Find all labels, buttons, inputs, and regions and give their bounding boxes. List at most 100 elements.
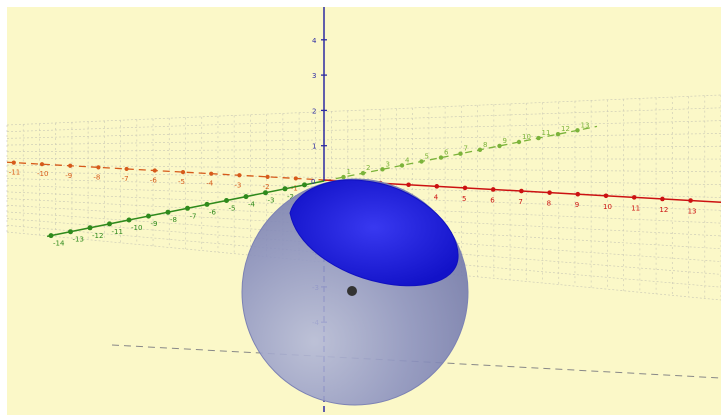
y-tick-label: -7 — [190, 212, 197, 220]
x-tick — [406, 182, 411, 188]
x-tick-label: -8 — [93, 173, 100, 181]
x-tick-label: 5 — [462, 195, 466, 203]
x-tick — [209, 171, 214, 176]
y-tick — [126, 217, 132, 223]
origin-label: 0 — [311, 178, 315, 186]
x-tick-label: -9 — [65, 172, 72, 180]
x-tick-label: -2 — [263, 183, 270, 191]
x-tick — [68, 163, 73, 168]
y-tick-label: -4 — [248, 201, 256, 209]
x-tick — [547, 190, 552, 195]
point-icon[interactable] — [347, 286, 357, 296]
x-tick — [660, 196, 665, 202]
y-tick-label: 2 — [366, 164, 370, 172]
x-tick — [490, 187, 496, 192]
y-tick — [419, 159, 424, 164]
x-tick — [434, 184, 440, 189]
y-tick — [204, 201, 210, 207]
grid-line — [6, 164, 721, 173]
x-axis-line-negative — [6, 161, 325, 181]
y-tick — [146, 213, 151, 219]
x-tick-label: -4 — [206, 180, 214, 188]
grid-line — [6, 218, 721, 275]
z-tick-label: 1 — [312, 143, 316, 151]
y-tick-label: -13 — [73, 236, 84, 244]
y-tick — [185, 205, 190, 211]
y-tick-label: -6 — [209, 208, 217, 216]
x-tick — [39, 162, 45, 167]
x-tick — [462, 185, 468, 191]
y-tick — [302, 182, 307, 188]
x-tick-label: -6 — [150, 177, 158, 185]
x-tick-label: -3 — [234, 181, 241, 189]
y-axis-line-positive — [323, 125, 598, 182]
grid-line — [6, 120, 721, 139]
y-tick — [458, 151, 463, 156]
view-left-margin — [0, 0, 7, 415]
y-tick-label: 8 — [483, 141, 487, 149]
x-tick-label: 12 — [659, 206, 668, 214]
spherical-cap-icon[interactable] — [289, 179, 459, 287]
y-tick — [48, 233, 54, 239]
z-tick-label: 2 — [312, 107, 316, 115]
y-tick-label: -9 — [151, 220, 158, 228]
x-tick — [603, 193, 609, 199]
grid-line — [6, 145, 721, 153]
y-tick — [516, 139, 522, 145]
x-tick — [265, 174, 270, 179]
x-tick — [293, 176, 298, 181]
y-axis[interactable]: -1-2-3-4-5-6-7-8-9-10-11-12-13-14 — [46, 180, 325, 248]
y-tick-label: 5 — [425, 153, 429, 161]
y-tick — [282, 186, 288, 192]
x-tick-label: 6 — [490, 196, 495, 204]
y-tick — [497, 143, 502, 149]
y-tick — [477, 147, 483, 152]
y-tick — [536, 135, 541, 141]
y-tick-label: -5 — [229, 205, 236, 213]
x-tick-label: -11 — [9, 169, 20, 177]
x-tick-label: -10 — [37, 170, 48, 178]
x-tick — [519, 188, 524, 194]
y-tick-label: -2 — [287, 193, 294, 201]
grid-line — [6, 107, 721, 133]
z-tick-label: 4 — [312, 37, 317, 45]
y-tick — [399, 163, 405, 168]
y-tick-label: -14 — [53, 240, 65, 248]
y-tick-label: -10 — [131, 224, 142, 232]
y-tick — [341, 174, 346, 180]
x-tick-label: 7 — [518, 198, 522, 206]
x-tick-label: 10 — [603, 203, 612, 211]
y-tick-label: 12 — [561, 125, 570, 133]
x-tick — [180, 170, 186, 175]
x-tick-label: 13 — [688, 208, 697, 216]
grid-line — [6, 133, 721, 146]
xy-plane-grid — [6, 94, 721, 301]
x-tick — [96, 165, 101, 170]
y-tick-label: 6 — [444, 149, 449, 157]
y-tick-label: -8 — [170, 216, 177, 224]
view-top-margin — [0, 0, 721, 7]
y-tick — [87, 225, 93, 231]
y-tick-label: 10 — [522, 133, 531, 141]
y-tick-label: 1 — [347, 168, 351, 176]
y-tick — [263, 190, 268, 196]
y-tick — [575, 128, 580, 133]
y-tick — [555, 132, 561, 137]
x-tick — [575, 191, 581, 197]
y-tick-label: 13 — [581, 121, 590, 129]
y-tick — [68, 229, 73, 235]
y-tick-label: -12 — [92, 232, 103, 240]
grid-line — [6, 231, 721, 301]
x-axis-hidden: -11-10-9-8-7-6-5-4-3-2-1 — [6, 160, 325, 192]
y-tick — [360, 171, 366, 176]
x-tick — [11, 160, 16, 165]
x-tick — [631, 195, 637, 200]
y-tick-label: 7 — [464, 145, 468, 153]
y-tick-label: 9 — [503, 137, 507, 145]
y-tick-label: 3 — [386, 160, 390, 168]
y-tick — [107, 221, 112, 227]
